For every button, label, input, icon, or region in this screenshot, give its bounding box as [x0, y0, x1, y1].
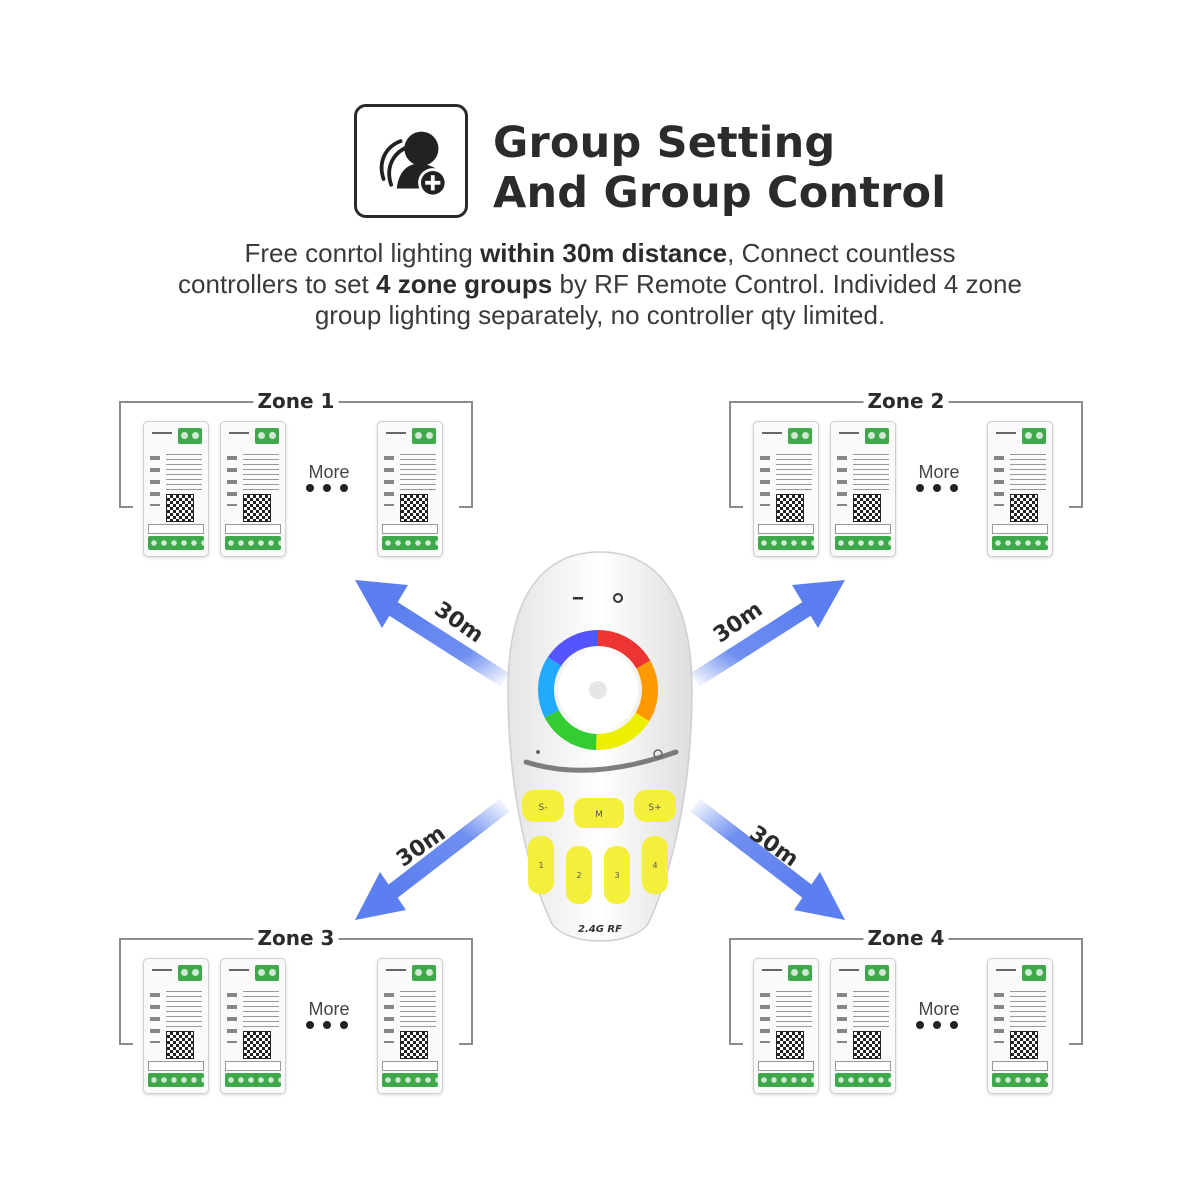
more-label: More [308, 462, 350, 482]
speed-up-label: S+ [648, 803, 661, 813]
arrow-zone-2 [690, 580, 845, 687]
power-off-button[interactable] [573, 597, 583, 600]
power-on-button[interactable] [613, 593, 623, 603]
zone-label: Zone 3 [253, 924, 339, 952]
mode-button[interactable] [574, 798, 624, 828]
mode-label: M [595, 810, 603, 820]
speed-down-button[interactable] [522, 790, 564, 822]
more-dots-icon [306, 484, 356, 494]
more-label: More [918, 999, 960, 1019]
description-line-3: group lighting separately, no controller… [314, 300, 886, 330]
led-controller [220, 421, 286, 557]
led-controller [377, 958, 443, 1094]
arrow-zone-3 [355, 798, 510, 920]
led-controller [830, 958, 896, 1094]
led-controller [987, 421, 1053, 557]
zone-2-label: 2 [576, 871, 581, 880]
more-dots-icon [916, 1021, 966, 1031]
description-line-1: Free conrtol lighting within 30m distanc… [244, 238, 956, 268]
more-label: More [308, 999, 350, 1019]
zone-label: Zone 1 [253, 387, 339, 415]
zone-1-label: 1 [538, 861, 543, 870]
zone-2-group: Zone 2 [729, 387, 1083, 508]
arrow-zone-4 [690, 798, 845, 920]
led-controller [143, 421, 209, 557]
title-line-1: Group Setting [493, 118, 836, 168]
description-line-2: controllers to set 4 zone groups by RF R… [178, 269, 1022, 299]
speed-down-label: S- [539, 803, 548, 813]
zone-2-button[interactable] [566, 846, 592, 904]
description: Free conrtol lighting within 30m distanc… [60, 238, 1140, 331]
led-controller [220, 958, 286, 1094]
rf-brand-label: 2.4G RF [578, 924, 622, 935]
speed-up-button[interactable] [634, 790, 676, 822]
led-controller [987, 958, 1053, 1094]
zone-1-button[interactable] [528, 836, 554, 894]
more-label: More [918, 462, 960, 482]
led-controller [143, 958, 209, 1094]
zone-4-group: Zone 4 [729, 924, 1083, 1045]
zone-label: Zone 4 [863, 924, 949, 952]
led-controller [377, 421, 443, 557]
led-controller [753, 421, 819, 557]
zone-1-group: Zone 1 [119, 387, 473, 508]
zone-4-button[interactable] [642, 836, 668, 894]
arrow-zone-1 [355, 580, 510, 687]
zone-label: Zone 2 [863, 387, 949, 415]
title-line-2: And Group Control [493, 168, 947, 218]
zone-3-label: 3 [614, 871, 619, 880]
brightness-high-icon [653, 749, 663, 759]
zone-4-label: 4 [652, 861, 657, 870]
color-wheel[interactable] [538, 630, 658, 750]
zone-3-button[interactable] [604, 846, 630, 904]
page-title: Group Setting And Group Control [493, 118, 1093, 218]
rf-remote-control: S- M S+ 1 2 3 4 2.4G RF [507, 551, 693, 942]
more-dots-icon [916, 484, 966, 494]
brightness-low-icon [536, 750, 540, 754]
more-dots-icon [306, 1021, 356, 1031]
led-controller [753, 958, 819, 1094]
zone-3-group: Zone 3 [119, 924, 473, 1045]
group-add-icon [354, 104, 468, 218]
led-controller [830, 421, 896, 557]
